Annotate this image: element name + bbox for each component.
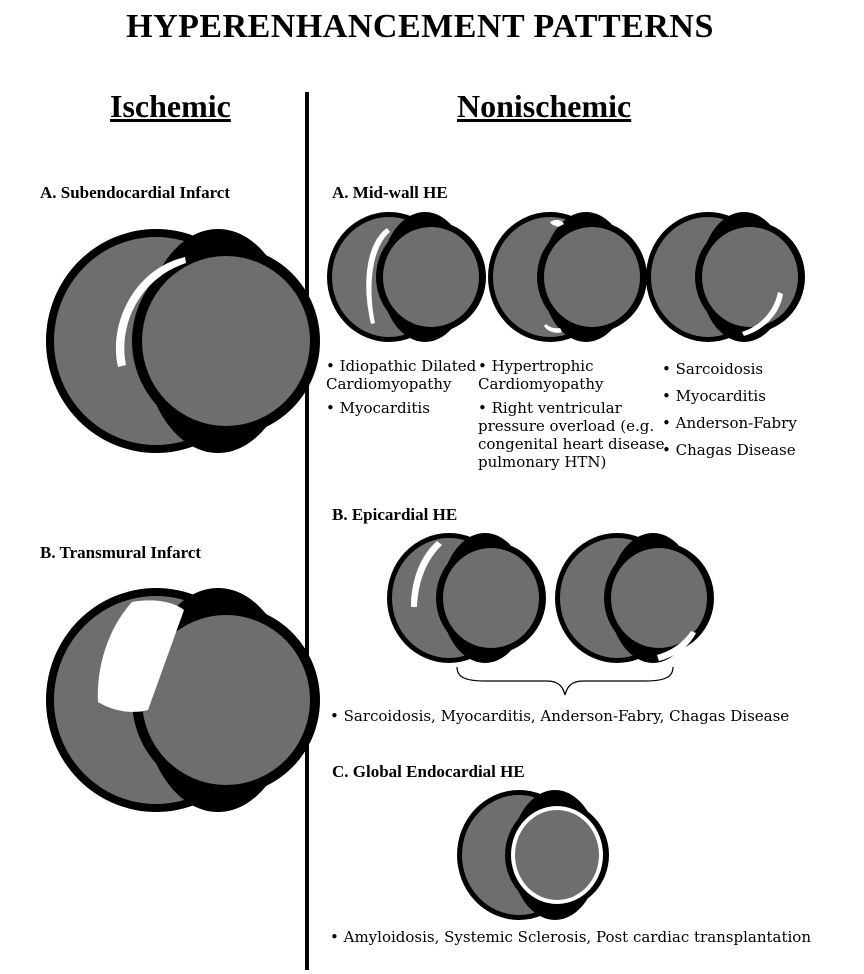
list-item: • Myocarditis [326, 399, 430, 417]
midwall-inferolateral-diagram [646, 212, 805, 342]
midwall-he-label: A. Mid-wall HE [332, 183, 448, 202]
list-item: • Idiopathic Dilated [326, 357, 477, 375]
list-item: • Anderson-Fabry [662, 414, 797, 432]
list-item: • Myocarditis [662, 387, 766, 405]
midwall-rv-insertion-diagram [488, 212, 647, 342]
epicardial-diseases-list: • Sarcoidosis, Myocarditis, Anderson-Fab… [330, 707, 790, 725]
column-divider [305, 92, 309, 970]
list-item: pressure overload (e.g. [478, 417, 655, 435]
transmural-infarct-heart-diagram [46, 588, 320, 812]
epicardial-inferolateral-diagram [555, 533, 714, 663]
list-item: Cardiomyopathy [326, 375, 452, 393]
list-item: • Chagas Disease [662, 441, 796, 459]
midwall-diseases-list-1: • Idiopathic Dilated Cardiomyopathy • My… [326, 357, 476, 417]
nonischemic-column-heading: Nonischemic [457, 88, 632, 124]
list-item: • Right ventricular [478, 399, 622, 417]
list-item: pulmonary HTN) [478, 453, 607, 471]
list-item: • Sarcoidosis [662, 360, 764, 378]
epicardial-he-label: B. Epicardial HE [332, 505, 458, 524]
midwall-diseases-list-3: • Sarcoidosis • Myocarditis • Anderson-F… [662, 360, 797, 459]
global-endocardial-diseases-list: • Amyloidosis, Systemic Sclerosis, Post … [330, 928, 811, 946]
subendocardial-infarct-label: A. Subendocardial Infarct [40, 183, 231, 202]
global-endocardial-diagram [457, 790, 609, 920]
list-item: Cardiomyopathy [478, 375, 604, 393]
global-endocardial-he-label: C. Global Endocardial HE [332, 762, 525, 781]
epicardial-septal-diagram [387, 533, 546, 663]
midwall-diseases-list-2: • Hypertrophic Cardiomyopathy • Right ve… [478, 357, 669, 471]
midwall-septal-stripe-diagram [327, 212, 486, 342]
ischemic-column-heading: Ischemic [110, 88, 231, 124]
page-title: HYPERENHANCEMENT PATTERNS [126, 8, 714, 45]
list-item: congenital heart disease, [478, 435, 670, 453]
grouping-brace [456, 666, 674, 696]
list-item: • Hypertrophic [478, 357, 594, 375]
transmural-infarct-label: B. Transmural Infarct [40, 543, 202, 562]
subendocardial-infarct-heart-diagram [46, 229, 320, 453]
